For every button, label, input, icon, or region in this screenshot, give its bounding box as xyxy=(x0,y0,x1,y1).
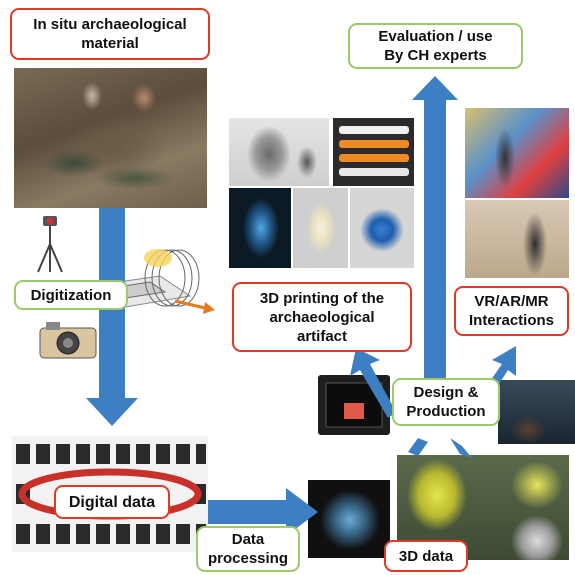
3d-mesh-photo xyxy=(308,480,390,558)
arrow-up-shaft xyxy=(424,98,446,380)
printed-flutes-photo xyxy=(333,118,414,186)
vr-interaction-photo-bottom xyxy=(465,200,569,278)
label-data-processing: Data processing xyxy=(196,526,300,572)
label-vr-ar-mr: VR/AR/MR Interactions xyxy=(454,286,569,336)
3d-printer-icon xyxy=(318,375,390,435)
label-digital-data: Digital data xyxy=(54,485,170,519)
printed-object-photo xyxy=(293,188,348,268)
label-in-situ: In situ archaeological material xyxy=(10,8,210,60)
vr-interaction-photo-top xyxy=(465,108,569,198)
arrow-down-head xyxy=(86,398,138,426)
arrow-right-head xyxy=(286,488,318,536)
label-3d-data: 3D data xyxy=(384,540,468,572)
arrow-small-up-right xyxy=(450,438,472,458)
arrow-up-head xyxy=(412,76,458,100)
camera-icon xyxy=(38,318,100,360)
digital-data-grid-image xyxy=(12,436,208,552)
tripod-camera-icon xyxy=(30,214,70,274)
label-3d-printing: 3D printing of the archaeological artifa… xyxy=(232,282,412,352)
label-digitization: Digitization xyxy=(14,280,128,310)
label-design-production: Design & Production xyxy=(392,378,500,426)
excavation-photo xyxy=(14,68,207,208)
arrow-right-shaft xyxy=(208,500,288,524)
arrow-small-up-left xyxy=(408,438,428,456)
blue-scan-photo xyxy=(229,188,291,268)
arrow-upleft xyxy=(350,348,400,418)
printed-sphere-photo xyxy=(350,188,414,268)
workstation-photo xyxy=(498,380,575,444)
figurine-scan-photo xyxy=(229,118,329,186)
label-evaluation: Evaluation / use By CH experts xyxy=(348,23,523,69)
